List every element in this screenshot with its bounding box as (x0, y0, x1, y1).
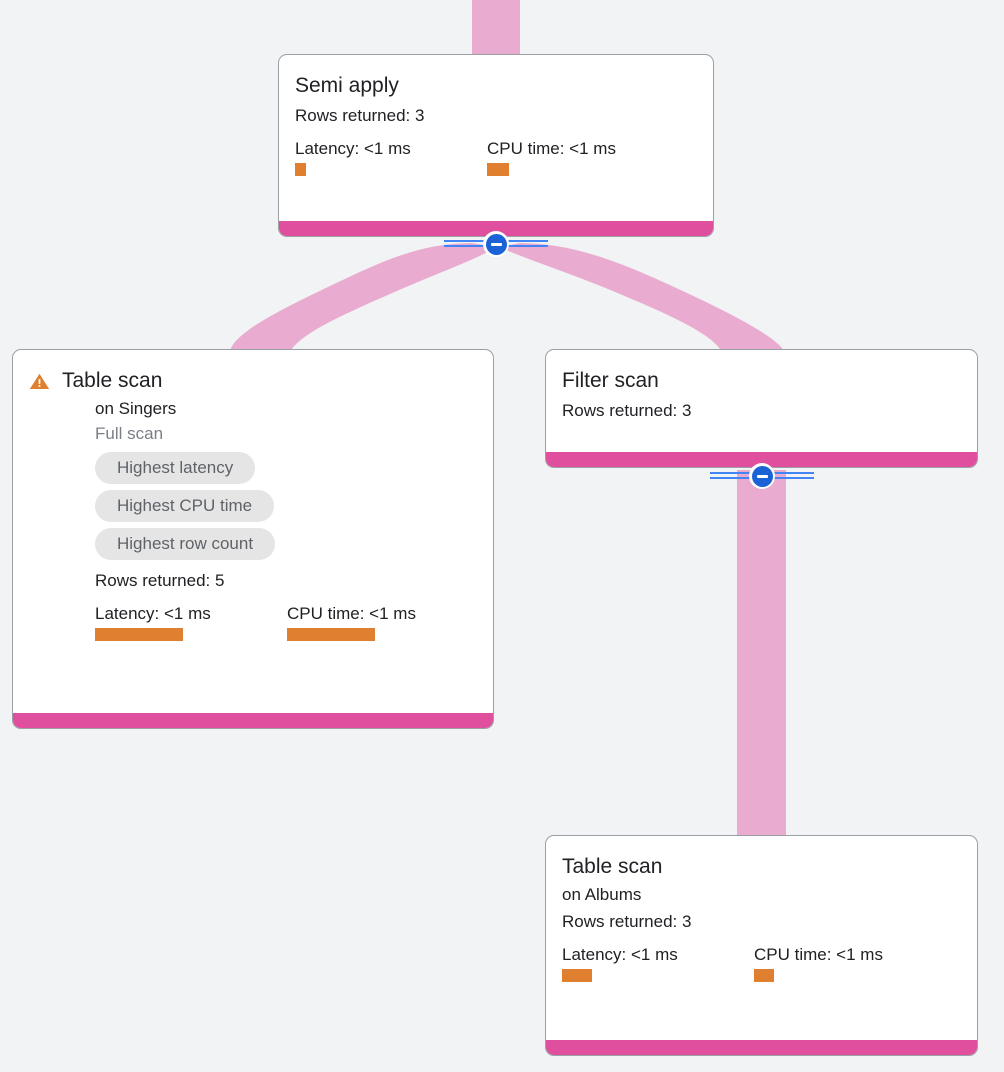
node-metrics-row: Latency: <1 ms CPU time: <1 ms (295, 138, 697, 176)
minus-icon-bar (756, 474, 768, 478)
node-rows-returned: Rows returned: 5 (95, 571, 225, 590)
chip-highest-cpu-time[interactable]: Highest CPU time (95, 490, 275, 522)
node-table-scan-singers-header: Table scan (29, 366, 477, 396)
edge-filter-scan-to-table-scan-albums (737, 470, 786, 840)
minus-icon (485, 233, 507, 255)
metric-cpu-time-bar (287, 628, 375, 641)
metric-latency-bar (295, 163, 306, 176)
warning-triangle-icon (29, 373, 50, 390)
chip-highest-latency[interactable]: Highest latency (95, 452, 256, 484)
toggle-knob[interactable] (483, 231, 509, 257)
node-metrics-row: Latency: <1 ms CPU time: <1 ms (562, 944, 961, 982)
metric-cpu-time-label: CPU time: <1 ms (754, 945, 883, 964)
metric-latency: Latency: <1 ms (562, 944, 754, 982)
node-accent-bar (13, 713, 493, 728)
node-semi-apply[interactable]: Semi apply Rows returned: 3 Latency: <1 … (278, 54, 714, 237)
metric-latency-bar (562, 969, 592, 982)
metric-cpu-time-label: CPU time: <1 ms (487, 139, 616, 158)
node-semi-apply-header: Semi apply (295, 71, 697, 101)
node-title: Table scan (562, 855, 663, 878)
collapse-toggle-filter-scan[interactable] (710, 463, 814, 489)
metric-cpu-time-bar (754, 969, 774, 982)
node-accent-bar (279, 221, 713, 236)
node-table-scan-singers-body: Table scan on Singers Full scan Highest … (13, 350, 493, 713)
metric-latency-bar (95, 628, 183, 641)
metric-latency-label: Latency: <1 ms (95, 604, 211, 623)
edge-semi-apply-to-table-scan-singers (231, 243, 496, 352)
node-rows-returned: Rows returned: 3 (295, 106, 425, 125)
minus-icon-bar (490, 242, 502, 246)
toggle-knob[interactable] (749, 463, 775, 489)
node-table-scan-singers[interactable]: Table scan on Singers Full scan Highest … (12, 349, 494, 729)
edge-semi-apply-to-filter-scan (500, 243, 782, 352)
node-table-scan-albums-header: Table scan (562, 852, 961, 882)
metric-cpu-time: CPU time: <1 ms (754, 944, 883, 982)
node-accent-bar (546, 1040, 977, 1055)
node-semi-apply-body: Semi apply Rows returned: 3 Latency: <1 … (279, 55, 713, 221)
metric-cpu-time-bar (487, 163, 509, 176)
metric-cpu-time: CPU time: <1 ms (287, 603, 416, 641)
metric-cpu-time-label: CPU time: <1 ms (287, 604, 416, 623)
node-metrics-row: Latency: <1 ms CPU time: <1 ms (95, 603, 477, 641)
metric-latency-label: Latency: <1 ms (562, 945, 678, 964)
node-title: Semi apply (295, 74, 399, 97)
node-rows-returned: Rows returned: 3 (562, 401, 692, 420)
metric-latency: Latency: <1 ms (95, 603, 287, 641)
node-chip-list: Highest latency Highest CPU time Highest… (95, 452, 477, 560)
node-title: Table scan (62, 369, 163, 392)
metric-latency-label: Latency: <1 ms (295, 139, 411, 158)
node-table-scan-singers-details: on Singers Full scan Highest latency Hig… (29, 396, 477, 641)
metric-latency: Latency: <1 ms (295, 138, 487, 176)
collapse-toggle-semi-apply[interactable] (444, 231, 548, 257)
node-table-scan-albums[interactable]: Table scan on Albums Rows returned: 3 La… (545, 835, 978, 1056)
metric-cpu-time: CPU time: <1 ms (487, 138, 616, 176)
edge-incoming-semi-apply (472, 0, 520, 54)
chip-highest-row-count[interactable]: Highest row count (95, 528, 276, 560)
node-filter-scan-header: Filter scan (562, 366, 961, 396)
node-accent-bar (546, 452, 977, 467)
node-subtitle: on Singers (95, 399, 177, 418)
node-rows-returned: Rows returned: 3 (562, 912, 692, 931)
node-filter-scan-body: Filter scan Rows returned: 3 (546, 350, 977, 452)
node-table-scan-albums-body: Table scan on Albums Rows returned: 3 La… (546, 836, 977, 1040)
node-title: Filter scan (562, 369, 659, 392)
node-filter-scan[interactable]: Filter scan Rows returned: 3 (545, 349, 978, 468)
node-scan-mode: Full scan (95, 424, 164, 443)
node-subtitle: on Albums (562, 885, 642, 904)
minus-icon (751, 465, 773, 487)
